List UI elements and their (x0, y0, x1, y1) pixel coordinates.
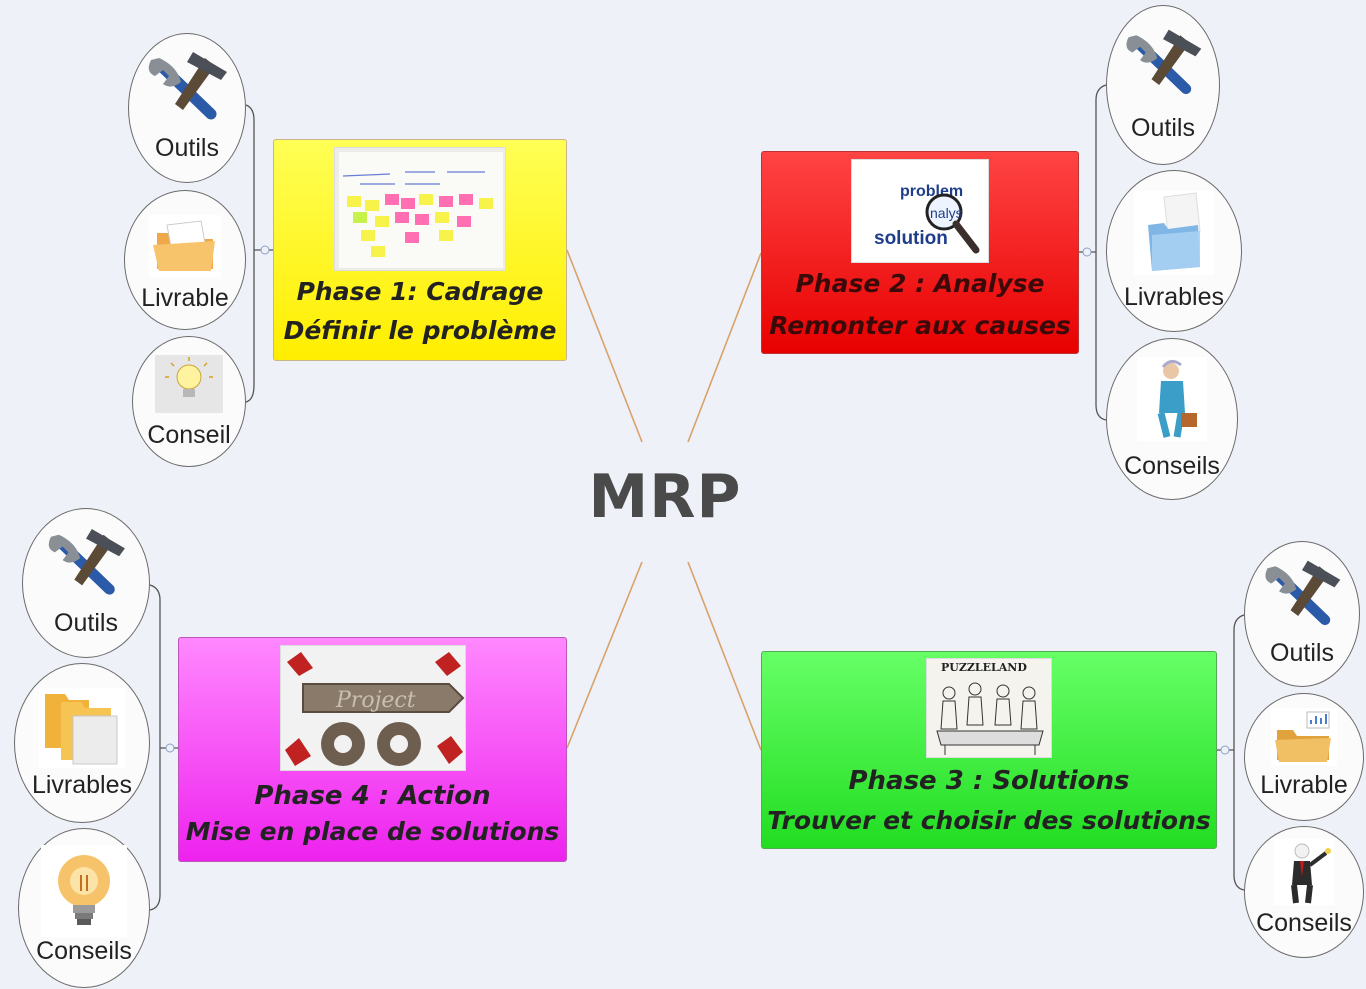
phase2-outils-node[interactable]: Outils (1106, 5, 1220, 165)
phase4-subtitle: Mise en place de solutions (185, 817, 560, 846)
phase1-subtitle: Définir le problème (283, 316, 557, 345)
project-gears-image: Project (279, 645, 466, 771)
phase2-livrables-node[interactable]: Livrables (1106, 170, 1242, 332)
collapse-toggle-phase4[interactable] (165, 743, 175, 753)
phase4-livrables-node[interactable]: Livrables (14, 663, 150, 823)
phase2-conseils-label: Conseils (1124, 452, 1220, 480)
phase1-conseil-node[interactable]: Conseil (132, 336, 246, 467)
connector-phase3 (687, 561, 762, 751)
folders-icon (39, 688, 125, 768)
phase3-conseils-node[interactable]: Conseils (1244, 826, 1364, 958)
phase3-topic[interactable]: PUZZLELAND Phase 3 : Solutions Trouver e… (761, 651, 1217, 849)
phase3-livrable-node[interactable]: Livrable (1244, 693, 1364, 821)
phase4-outils-node[interactable]: Outils (22, 508, 150, 658)
phase1-conseil-label: Conseil (147, 421, 231, 449)
image-word-project: Project (335, 688, 416, 713)
folder-chart-icon (1271, 708, 1337, 766)
phase1-livrable-label: Livrable (141, 284, 229, 312)
tools-icon (1126, 29, 1202, 95)
tools-icon (48, 528, 125, 595)
lightbulb-icon (155, 355, 223, 413)
sticky-notes-board-image (334, 147, 506, 271)
phase1-outils-node[interactable]: Outils (128, 33, 246, 183)
collapse-toggle-phase1[interactable] (260, 245, 270, 255)
collapse-toggle-phase2[interactable] (1082, 247, 1092, 257)
phase3-conseils-label: Conseils (1256, 909, 1352, 937)
phase4-outils-label: Outils (54, 609, 118, 637)
phase2-subtitle: Remonter aux causes (769, 311, 1071, 340)
problem-analysis-solution-image: problem nalys solution (851, 159, 989, 263)
tools-icon (148, 52, 227, 120)
phase2-outils-label: Outils (1131, 114, 1195, 142)
phase1-topic[interactable]: Phase 1: Cadrage Définir le problème (273, 139, 567, 361)
phase2-topic[interactable]: problem nalys solution Phase 2 : Analyse… (761, 151, 1079, 354)
phase1-livrable-node[interactable]: Livrable (124, 190, 246, 330)
collapse-toggle-phase3[interactable] (1220, 745, 1230, 755)
bracket-phase1 (245, 104, 273, 403)
central-topic[interactable]: MRP (588, 462, 742, 532)
phase4-conseils-label: Conseils (36, 937, 132, 965)
image-word-analysis: nalys (930, 205, 963, 221)
open-folder-icon (149, 215, 221, 277)
phase3-outils-node[interactable]: Outils (1244, 541, 1360, 687)
image-word-puzzleland: PUZZLELAND (941, 661, 1027, 674)
phase4-conseils-node[interactable]: Conseils (18, 828, 150, 988)
phase2-title: Phase 2 : Analyse (795, 269, 1045, 298)
phase1-outils-label: Outils (155, 134, 219, 162)
tools-icon (1265, 560, 1341, 626)
image-word-solution: solution (874, 228, 948, 249)
phase4-title: Phase 4 : Action (254, 781, 491, 811)
connector-phase1 (566, 249, 643, 443)
phase4-livrables-label: Livrables (31, 771, 133, 799)
blue-folder-icon (1134, 191, 1214, 275)
phase3-outils-label: Outils (1270, 639, 1334, 667)
lightbulb-icon (41, 845, 127, 937)
phase3-title: Phase 3 : Solutions (848, 766, 1130, 796)
phase4-topic[interactable]: Project Phase 4 : Action Mise en place d… (178, 637, 567, 862)
phase3-subtitle: Trouver et choisir des solutions (767, 806, 1211, 835)
bracket-phase3 (1217, 614, 1245, 891)
phase1-title: Phase 1: Cadrage (296, 277, 544, 306)
phase3-livrable-label: Livrable (1260, 771, 1348, 799)
connector-phase2 (687, 252, 762, 443)
presenter-figure-icon (1274, 839, 1334, 905)
puzzleland-illustration-image: PUZZLELAND (926, 658, 1052, 758)
advisor-figure-icon (1137, 357, 1207, 441)
phase2-conseils-node[interactable]: Conseils (1106, 338, 1238, 500)
phase2-livrables-label: Livrables (1123, 283, 1225, 311)
connector-phase4 (566, 561, 643, 749)
